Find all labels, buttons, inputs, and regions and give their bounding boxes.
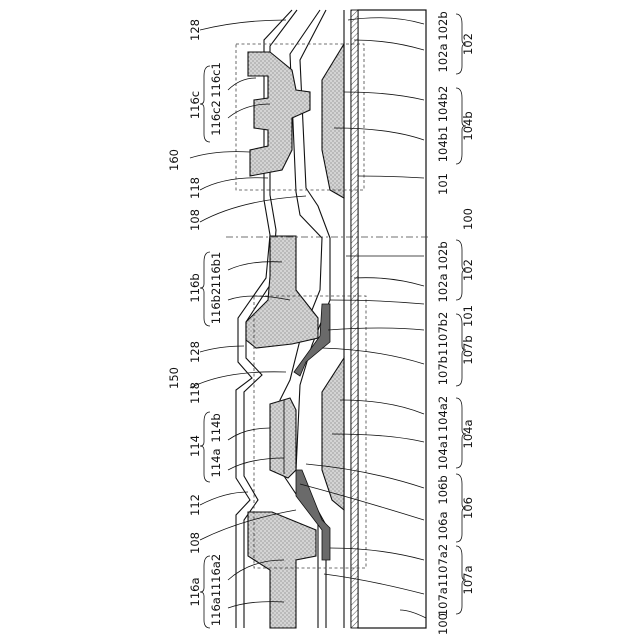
label-150: 150 <box>167 367 181 389</box>
label-104a: 104a <box>461 420 475 449</box>
gate-104b <box>322 44 344 198</box>
label-102-mid: 102 <box>461 259 475 281</box>
label-116a: 116a <box>188 578 202 607</box>
substrate-100 <box>358 10 426 628</box>
label-116c: 116c <box>188 91 202 119</box>
label-107b: 107b <box>461 335 475 364</box>
label-102b-top: 102b <box>436 11 450 40</box>
layer-101 <box>351 10 358 628</box>
semiconductor-114 <box>270 398 296 478</box>
label-118-mid: 118 <box>188 382 202 404</box>
label-128-mid: 128 <box>188 341 202 363</box>
label-108-bottom: 108 <box>188 532 202 554</box>
label-100-top: 100 <box>461 208 475 230</box>
label-116c1: 116c1 <box>209 62 223 98</box>
label-116c2: 116c2 <box>209 100 223 136</box>
label-118-top: 118 <box>188 177 202 199</box>
label-102b-mid: 102b <box>436 241 450 270</box>
label-107a: 107a <box>461 566 475 595</box>
label-107b1: 107b1 <box>436 349 450 386</box>
label-114b: 114b <box>209 413 223 442</box>
label-107a1: 107a1 <box>436 580 450 616</box>
label-104a2: 104a2 <box>436 396 450 432</box>
label-102-top: 102 <box>461 33 475 55</box>
label-116b2: 116b2 <box>209 288 223 325</box>
electrode-116a <box>248 512 316 628</box>
label-100-bottom: 100 <box>436 613 450 635</box>
label-116a2: 116a2 <box>209 554 223 590</box>
label-107a2: 107a2 <box>436 544 450 580</box>
label-104a1: 104a1 <box>436 434 450 470</box>
label-160: 160 <box>167 149 181 171</box>
label-114a: 114a <box>209 449 223 478</box>
label-101-mid: 101 <box>461 305 475 327</box>
label-104b: 104b <box>461 111 475 140</box>
label-106a: 106a <box>436 512 450 541</box>
label-112: 112 <box>188 494 202 516</box>
label-104b1: 104b1 <box>436 126 450 163</box>
label-116b1: 116b1 <box>209 252 223 289</box>
label-116a1: 116a1 <box>209 590 223 626</box>
label-106b: 106b <box>436 475 450 504</box>
labels-right: 102b 102a 102 104b2 104b1 104b 101 100 1… <box>436 11 475 635</box>
label-107b2: 107b2 <box>436 312 450 349</box>
labels-left: 128 116c 116c2 116c1 160 118 108 116b 11… <box>167 19 223 626</box>
label-128-top: 128 <box>188 19 202 41</box>
label-102a-mid: 102a <box>436 274 450 303</box>
label-114: 114 <box>188 435 202 457</box>
label-104b2: 104b2 <box>436 86 450 123</box>
label-106: 106 <box>461 497 475 519</box>
label-101-top: 101 <box>436 173 450 195</box>
label-116b: 116b <box>188 273 202 302</box>
label-108-top: 108 <box>188 209 202 231</box>
label-102a-top: 102a <box>436 44 450 73</box>
